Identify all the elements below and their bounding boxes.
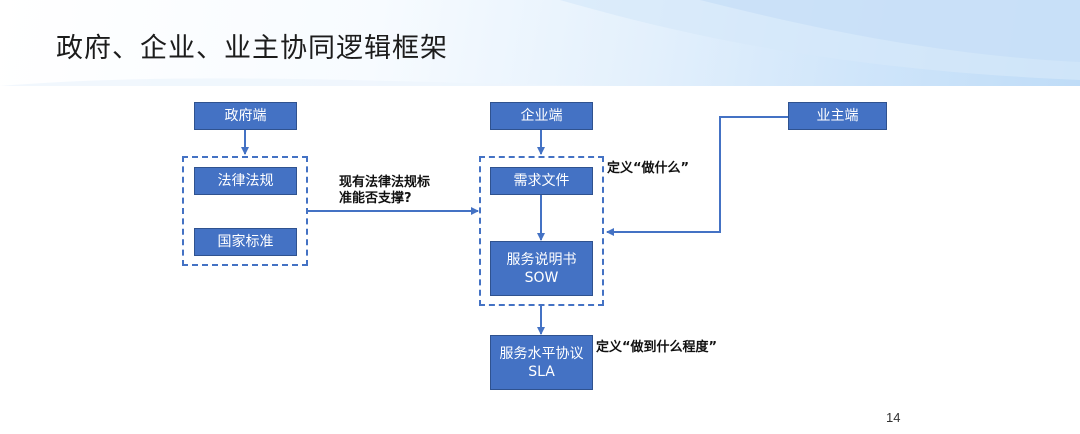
sow-node: 服务说明书 SOW [490, 241, 593, 296]
standards-node: 国家标准 [194, 228, 297, 256]
define-degree-note: 定义“做到什么程度” [596, 340, 718, 355]
support-question-line1: 现有法律法规标 [339, 175, 431, 190]
page-number: 14 [886, 410, 901, 425]
arrow-owner-to-group [606, 116, 788, 236]
legal-standards-group [182, 156, 308, 266]
header-swoosh [0, 0, 1080, 86]
law-node: 法律法规 [194, 167, 297, 195]
requirement-node: 需求文件 [490, 167, 593, 195]
support-question-line2: 准能否支撑? [339, 191, 412, 206]
sla-node: 服务水平协议 SLA [490, 335, 593, 390]
gov-node: 政府端 [194, 102, 297, 130]
sow-line1: 服务说明书 [506, 251, 577, 268]
define-what-note: 定义“做什么” [607, 161, 690, 176]
page-title: 政府、企业、业主协同逻辑框架 [56, 33, 448, 64]
support-question-note: 现有法律法规标 准能否支撑? [339, 175, 430, 207]
enterprise-node: 企业端 [490, 102, 593, 130]
sla-line2: SLA [528, 363, 555, 380]
enterprise-docs-group [479, 156, 604, 306]
owner-node: 业主端 [788, 102, 887, 130]
sla-line1: 服务水平协议 [499, 345, 584, 362]
sow-line2: SOW [524, 269, 559, 286]
